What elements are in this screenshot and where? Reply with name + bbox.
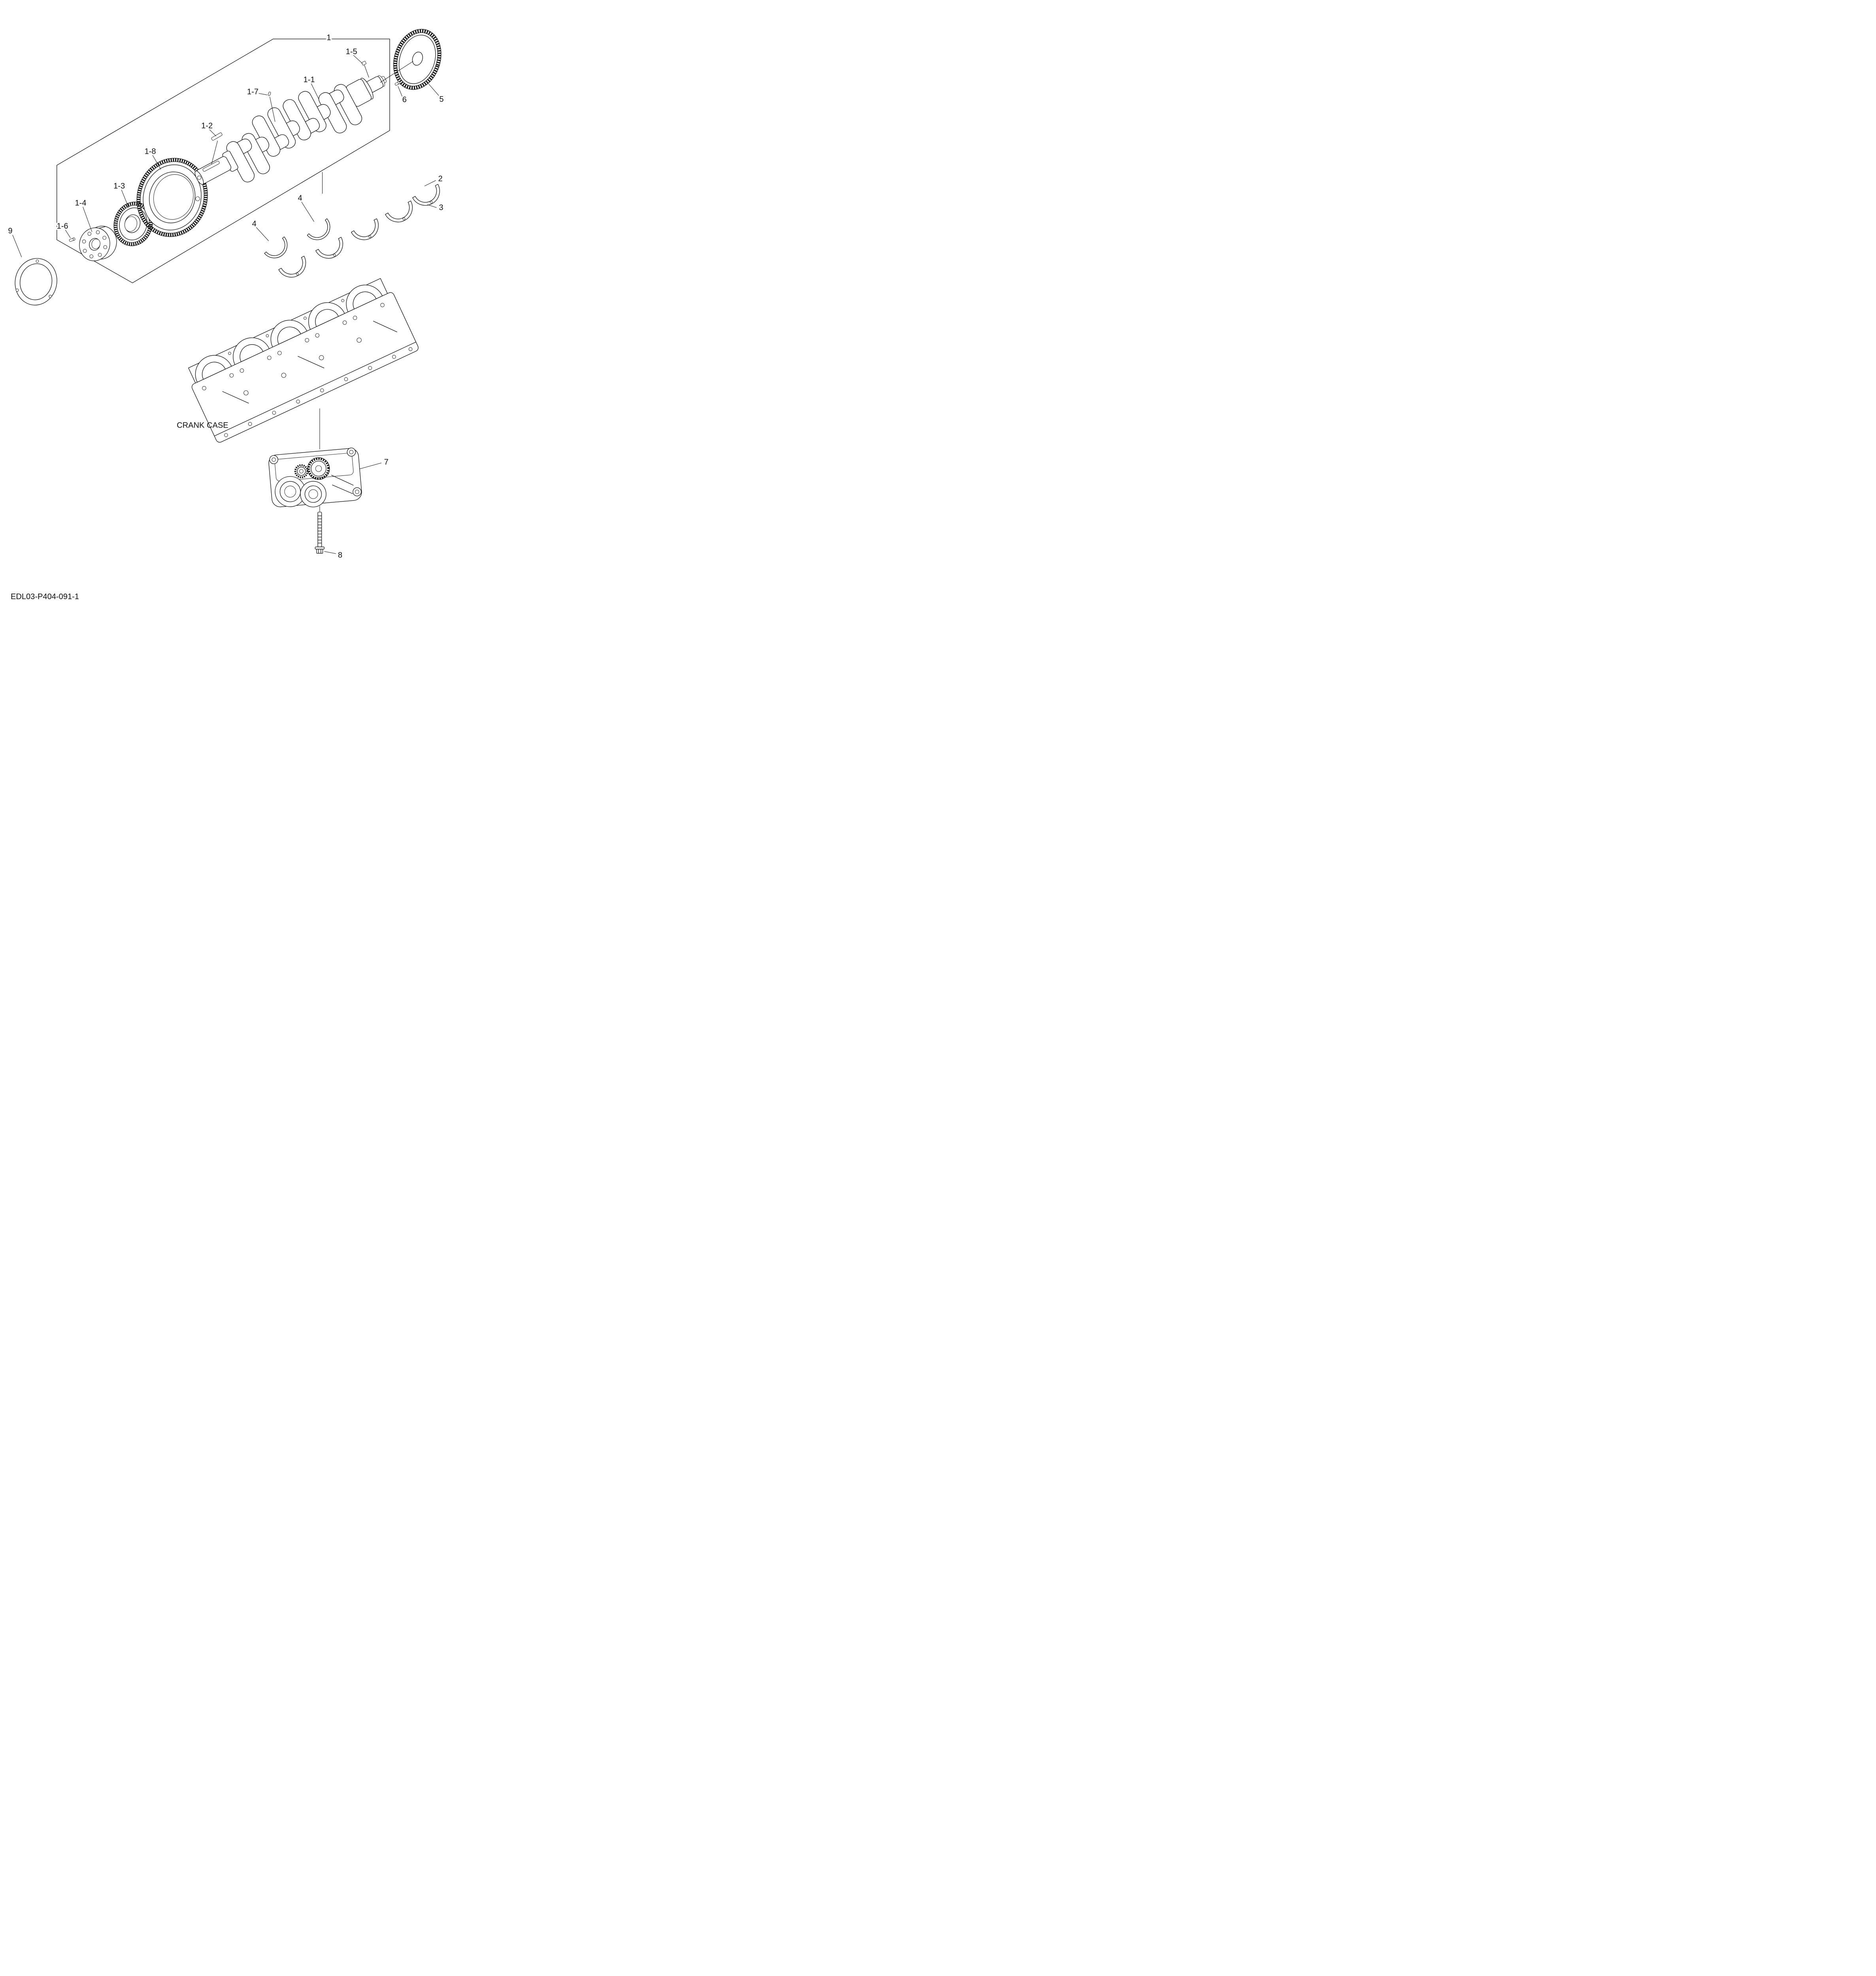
thrust-washer: [307, 218, 330, 240]
crank-case: [188, 278, 419, 443]
callout-4-rear: 4: [298, 194, 302, 202]
main-bearing-shell: [412, 184, 440, 206]
leader-lines: [12, 55, 439, 554]
crank-pulley-hub: [79, 226, 117, 261]
thrust-washer: [264, 236, 288, 258]
flywheel-ring-gear: [393, 29, 442, 90]
crankshaft-group-outline: [57, 38, 390, 283]
main-bearing-saddles: [195, 285, 385, 390]
crank-case-caption: CRANK CASE: [177, 421, 228, 430]
bolt-washer: [315, 547, 325, 550]
rear-key: [361, 61, 366, 66]
callout-1-3: 1-3: [113, 182, 125, 190]
dowel-pin: [268, 92, 271, 96]
document-code: EDL03-P404-091-1: [11, 592, 79, 601]
main-bearing-shell: [351, 218, 379, 240]
callout-1-6: 1-6: [57, 222, 68, 230]
exploded-parts-diagram: 1 1-5 1-1 1-7 1-2 1-8 1-3 1-4 1-6 9 5 6 …: [7, 29, 445, 601]
flywheel-bolt: [394, 81, 400, 86]
crankshaft: [194, 75, 387, 185]
callout-1: 1: [327, 34, 331, 42]
timing-ring-gear: [136, 158, 208, 237]
balancer-assembly: [268, 447, 362, 507]
callout-9: 9: [8, 227, 12, 236]
bolt-hex-head: [316, 549, 323, 554]
callout-1-4: 1-4: [75, 199, 86, 207]
oil-seal: [15, 258, 57, 305]
callout-5: 5: [439, 95, 444, 104]
hub-set-bolt: [69, 238, 75, 242]
callout-1-2: 1-2: [201, 122, 213, 130]
callout-4-front: 4: [252, 220, 257, 228]
callout-2: 2: [438, 175, 443, 183]
callout-1-5: 1-5: [346, 47, 357, 56]
callout-7: 7: [384, 458, 389, 466]
main-bearing-shell: [385, 200, 413, 222]
callout-1-7: 1-7: [247, 88, 259, 96]
callout-8: 8: [338, 551, 342, 560]
callout-6: 6: [402, 96, 407, 104]
balancer-bolt: [315, 512, 325, 554]
callout-1-8: 1-8: [145, 147, 156, 156]
front-key: [211, 132, 223, 141]
main-bearing-shell: [278, 256, 306, 278]
callout-1-1: 1-1: [304, 75, 315, 84]
callout-3: 3: [439, 203, 443, 212]
main-bearing-shell: [315, 237, 343, 259]
